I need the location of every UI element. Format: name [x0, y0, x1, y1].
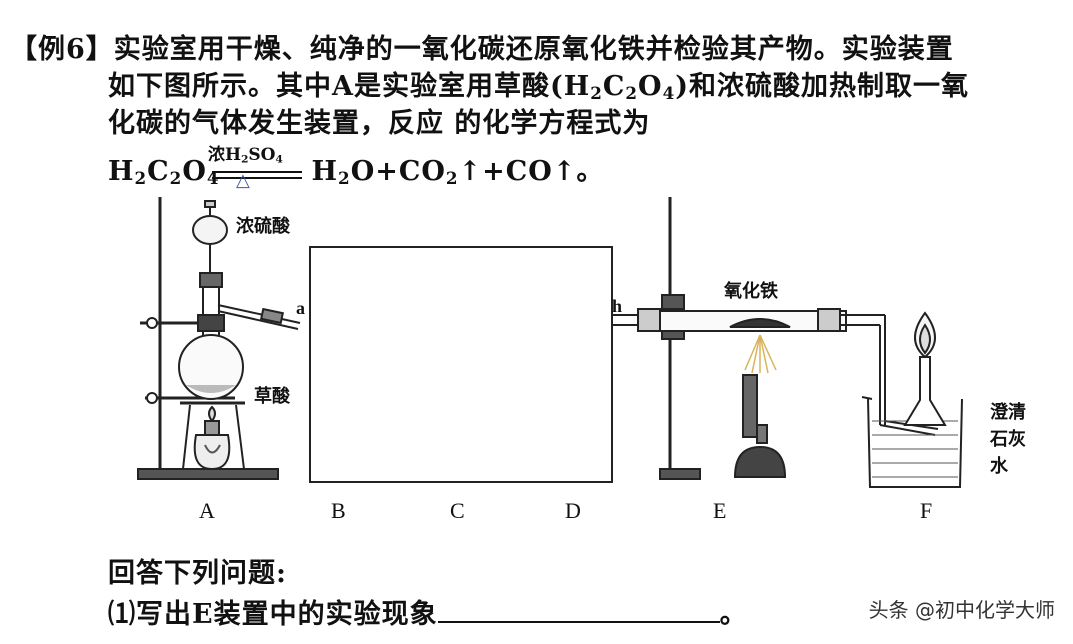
problem-line-2: 如下图所示。其中A是实验室用草酸(H2C2O4)和浓硫酸加热制取一氧 — [108, 71, 970, 104]
apparatus-letter-C: C — [450, 498, 465, 523]
reaction-condition: 浓H2SO4 — [208, 145, 283, 166]
label-iron-oxide: 氧化铁 — [724, 281, 778, 302]
label-limewater-2: 石灰 — [990, 429, 1026, 450]
watermark: 头条 @初中化学大师 — [868, 598, 1055, 622]
question-1: ⑴写出E装置中的实验现象。 — [108, 597, 748, 630]
label-oxalic-acid: 草酸 — [254, 386, 290, 407]
apparatus-letter-D: D — [565, 498, 581, 523]
port-a-label: a — [296, 298, 305, 318]
label-limewater-1: 澄清 — [990, 402, 1026, 423]
port-h-label: h — [612, 296, 623, 316]
apparatus-diagram — [137, 197, 963, 488]
problem-line-1: 【例6】实验室用干燥、纯净的一氧化碳还原氧化铁并检验其产物。实验装置 — [10, 34, 954, 65]
answer-blank[interactable] — [437, 597, 720, 623]
questions-heading: 回答下列问题: — [108, 558, 287, 589]
apparatus-letter-B: B — [331, 498, 346, 523]
example-tag: 【例6】 — [10, 34, 114, 65]
reaction-equals-sign — [212, 171, 302, 179]
heat-symbol: △ — [236, 170, 250, 191]
problem-line-3: 化碳的气体发生装置，反应 的化学方程式为 — [108, 108, 651, 139]
label-conc-sulfuric-acid: 浓硫酸 — [236, 216, 290, 237]
apparatus-letter-A: A — [199, 498, 215, 523]
label-limewater-3: 水 — [990, 456, 1008, 477]
apparatus-letter-E: E — [713, 498, 727, 523]
apparatus-letter-F: F — [920, 498, 933, 523]
